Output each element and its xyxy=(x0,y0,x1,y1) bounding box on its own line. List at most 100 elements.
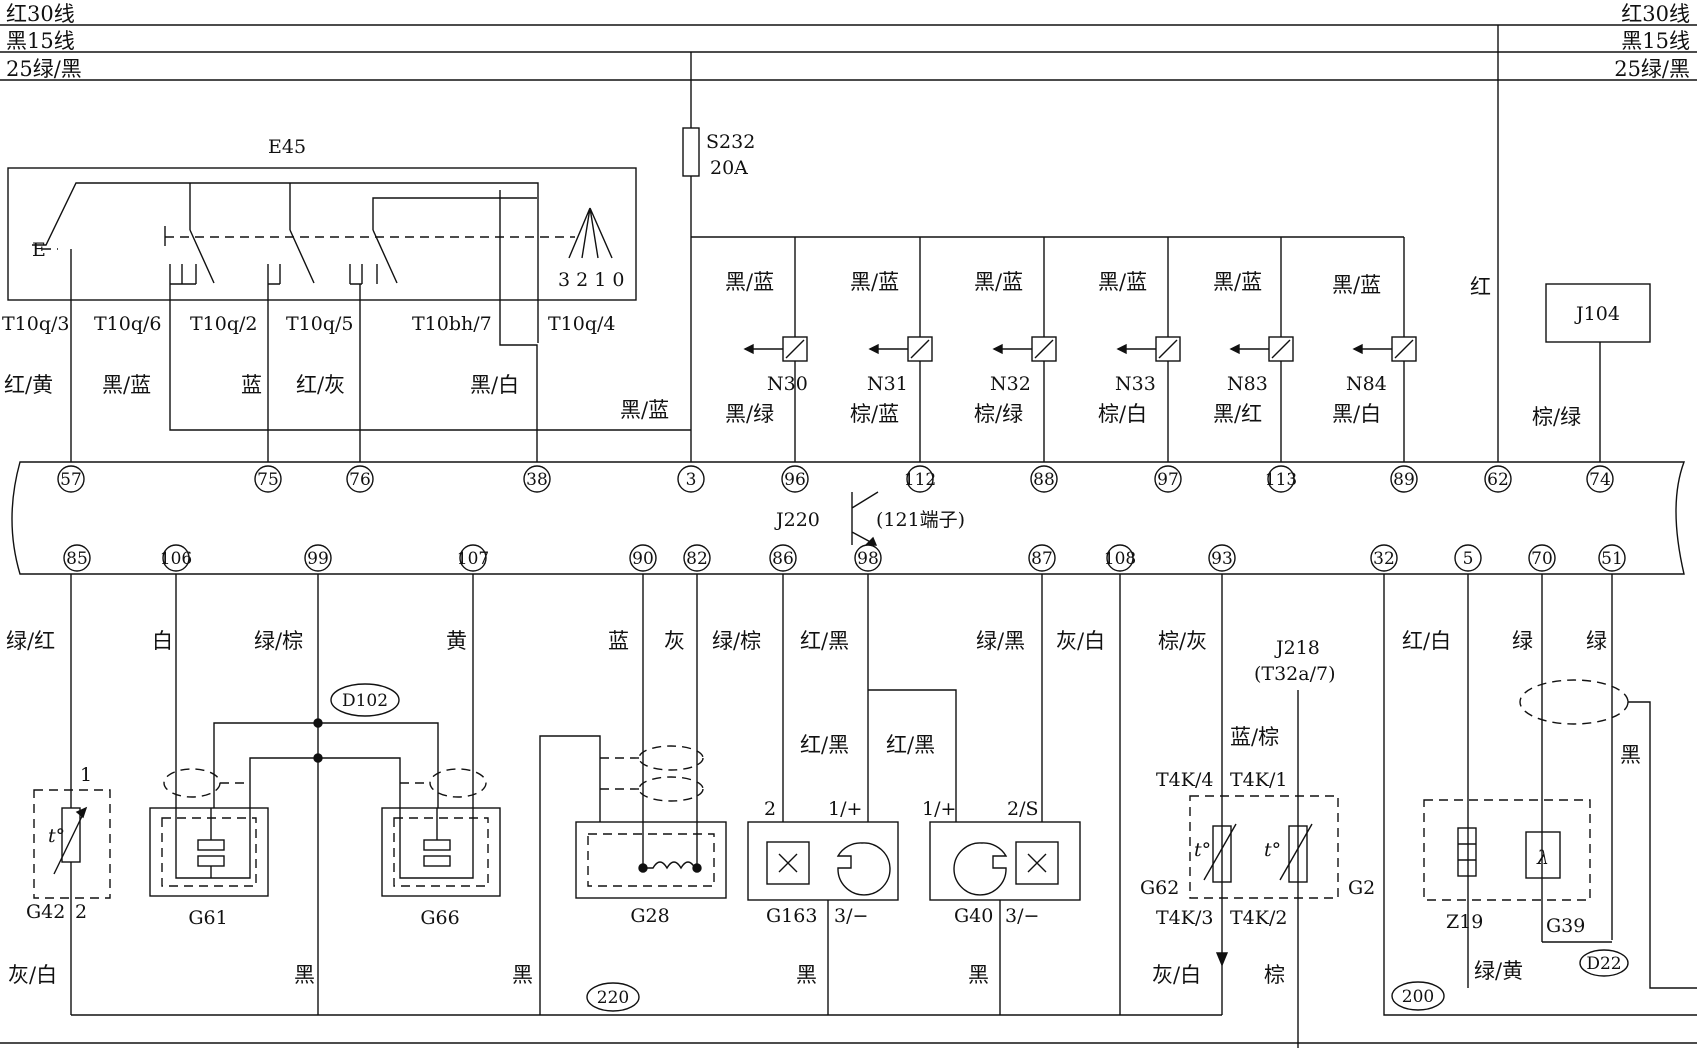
red-wire-62: 红 xyxy=(1470,80,1499,462)
g163-p3: 3/− xyxy=(834,905,868,927)
j218-name: J218 xyxy=(1274,637,1320,659)
ecu-bottom-pin-93: 93 xyxy=(1211,549,1233,569)
rail-25-right: 25绿/黑 xyxy=(1614,57,1690,81)
ecu-bottom-pin-85: 85 xyxy=(66,549,88,569)
injector-n30: 黑/蓝 N30 黑/绿 xyxy=(725,237,808,462)
injector-n32: 黑/蓝 N32 棕/绿 xyxy=(974,237,1057,462)
switch-wire-2: 黑/蓝 xyxy=(102,373,151,397)
ecu-bottom-pin-circle xyxy=(1454,544,1482,572)
ecu-top-pin-circle xyxy=(1390,465,1418,493)
ground-black-2: 黑 xyxy=(512,963,533,987)
wire-5-label: 绿 xyxy=(1512,629,1533,653)
rail-15-left: 黑15线 xyxy=(6,29,75,53)
j104: J104 棕/绿 xyxy=(1532,283,1651,462)
g66-name: G66 xyxy=(420,907,459,929)
injector-n83-in: 黑/蓝 xyxy=(1213,270,1262,294)
ground-black-3: 黑 xyxy=(796,963,817,987)
g40-p3: 3/− xyxy=(1005,905,1039,927)
ground-bus: 220 xyxy=(0,982,1697,1044)
injector-n83: 黑/蓝 N83 黑/红 xyxy=(1213,237,1294,462)
ecu-top-pin-3: 3 xyxy=(686,470,697,490)
switch-term-4: T10q/5 xyxy=(286,313,354,335)
g42-pin2: 2 xyxy=(75,901,87,923)
rail-25-left: 25绿/黑 xyxy=(6,57,82,81)
ecu-top-pin-76: 76 xyxy=(349,470,371,490)
g40-p2: 2/S xyxy=(1007,798,1039,820)
wire-107-label: 黄 xyxy=(446,629,467,653)
fuse-s232: S232 20A 黑/蓝 xyxy=(620,52,1404,462)
wire-90-label: 蓝 xyxy=(608,629,629,653)
injector-n83-out: 黑/红 xyxy=(1213,402,1262,426)
j104-name: J104 xyxy=(1574,303,1620,325)
g163-p2: 2 xyxy=(764,798,776,820)
rail-30-right: 红30线 xyxy=(1621,2,1690,26)
ground-black-1: 黑 xyxy=(294,963,315,987)
g62-t3: T4K/3 xyxy=(1156,907,1213,929)
g2-name: G2 xyxy=(1348,877,1375,899)
ecu-top-pin-circle xyxy=(906,465,934,493)
red-black-1: 红/黑 xyxy=(800,733,849,757)
switch-term-2: T10q/6 xyxy=(94,313,162,335)
ecu-bottom-pin-51: 51 xyxy=(1601,549,1623,569)
ecu-note: (121端子) xyxy=(876,509,965,531)
wire-87-label: 绿/黑 xyxy=(976,629,1025,653)
ecu-bottom-pin-circle xyxy=(162,544,190,572)
injector-n31-out: 棕/蓝 xyxy=(850,402,899,426)
wire-86-label: 绿/棕 xyxy=(712,629,761,653)
wire-99-label: 绿/棕 xyxy=(254,629,303,653)
brown-wire: 棕 xyxy=(1264,963,1285,987)
switch-wire-5: 黑/白 xyxy=(470,373,519,397)
ecu-top-pin-circle xyxy=(781,465,809,493)
g163-name: G163 xyxy=(766,905,817,927)
rail-15-right: 黑15线 xyxy=(1621,29,1690,53)
ecu-top-pin-57: 57 xyxy=(60,470,82,490)
ecu-bottom-pin-circle xyxy=(769,544,797,572)
ecu-bottom-pin-82: 82 xyxy=(686,549,708,569)
grey-white-left: 灰/白 xyxy=(8,963,57,987)
injector-n84-name: N84 xyxy=(1346,373,1387,395)
injector-n32-in: 黑/蓝 xyxy=(974,270,1023,294)
ecu-top-pin-circle xyxy=(1030,465,1058,493)
ecu-top-pin-circle xyxy=(346,465,374,493)
injector-n83-name: N83 xyxy=(1227,373,1268,395)
sensors-g62-g2: 棕/灰 J218 (T32a/7) 蓝/棕 T4K/4 T4K/1 t° t° … xyxy=(1140,574,1375,1048)
ecu-top-pin-75: 75 xyxy=(257,470,279,490)
wire-85-label: 绿/红 xyxy=(6,629,55,653)
ecu-top-pin-circle xyxy=(1586,465,1614,493)
injector-n33-name: N33 xyxy=(1115,373,1156,395)
switch-name: E45 xyxy=(268,136,306,158)
g39-symbol: λ xyxy=(1536,847,1549,869)
switch-term-1: T10q/3 xyxy=(2,313,70,335)
g42-pin1: 1 xyxy=(80,764,92,786)
fuse-rating: 20A xyxy=(710,157,748,179)
injector-n31: 黑/蓝 N31 棕/蓝 xyxy=(850,237,933,462)
j218-pin: (T32a/7) xyxy=(1254,663,1336,685)
g39-name: G39 xyxy=(1546,915,1585,937)
injector-n30-in: 黑/蓝 xyxy=(725,270,774,294)
blue-brown: 蓝/棕 xyxy=(1230,725,1279,749)
ecu-top-pin-circle xyxy=(1154,465,1182,493)
ecu-bottom-pin-circle xyxy=(1528,544,1556,572)
switch-positions: 3 2 1 0 xyxy=(558,269,624,291)
ecu-bottom-pin-circle xyxy=(459,544,487,572)
ecu-top-pin-circle xyxy=(254,465,282,493)
ecu-bottom-pin-108: 108 xyxy=(1104,549,1136,569)
g40-p1: 1/+ xyxy=(922,798,956,820)
injector-n31-in: 黑/蓝 xyxy=(850,270,899,294)
sensors-g163-g40: 绿/棕 红/黑 红/黑 红/黑 绿/黑 灰/白 2 1/+ G163 3/− 黑… xyxy=(712,574,1121,1015)
ecu-top-pin-circle xyxy=(57,465,85,493)
ecu-top-pin-circle xyxy=(523,465,551,493)
green-yellow: 绿/黄 xyxy=(1474,959,1523,983)
wire-82-label: 灰 xyxy=(664,629,685,653)
switch-e-mark: E xyxy=(32,239,46,261)
sensor-g28: 蓝 灰 G28 黑 xyxy=(512,574,727,1015)
injector-n31-name: N31 xyxy=(867,373,908,395)
rail-30-left: 红30线 xyxy=(6,2,75,26)
wire-32-label: 红/白 xyxy=(1402,629,1451,653)
wire-98-label: 红/黑 xyxy=(800,629,849,653)
switch-wire-1: 红/黄 xyxy=(4,373,53,397)
wire-108-label: 灰/白 xyxy=(1056,629,1105,653)
ecu-top-pin-62: 62 xyxy=(1487,470,1509,490)
